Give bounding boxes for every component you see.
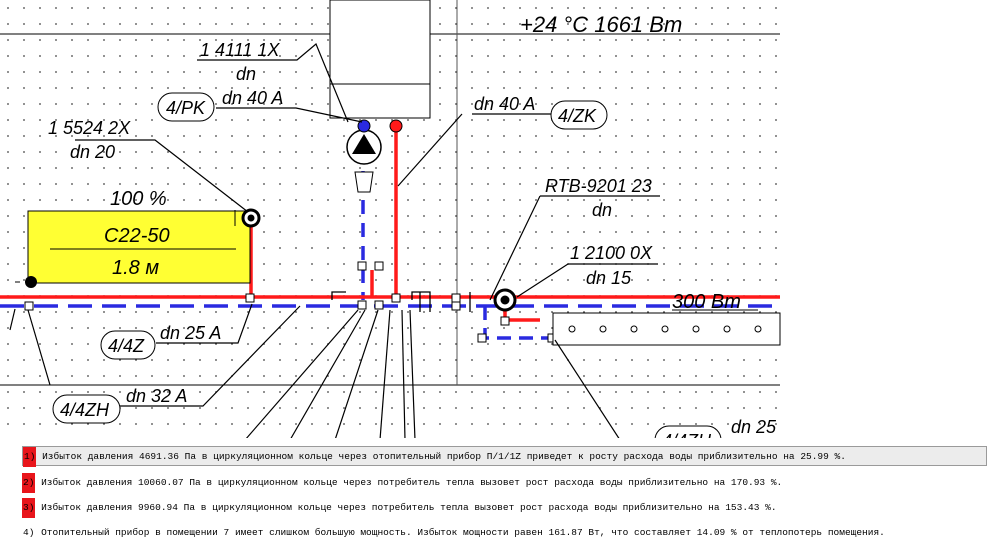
tag-zk-frame[interactable] [550, 100, 608, 130]
tag-cut-frame[interactable] [654, 425, 722, 440]
heading-fragment: +24 °C 1661 Вт [520, 12, 682, 37]
leader-lines [9, 43, 660, 440]
rtb-dn: dn [592, 200, 612, 220]
radiator-valve-core [247, 214, 255, 222]
message-row[interactable]: 2) Избыток давления 10060.07 Па в циркул… [22, 473, 782, 493]
tag-cut: 4/4ZH [662, 431, 712, 440]
messages-panel: 1) Избыток давления 4691.36 Па в циркуля… [0, 438, 1000, 550]
radiator-percent: 100 % [110, 188, 167, 210]
message-text: Избыток давления 10060.07 Па в циркуляци… [41, 477, 783, 488]
tag-4z-frame[interactable] [100, 330, 156, 360]
valve-right-dn: dn 15 [586, 268, 632, 288]
tag-4z: 4/4Z [108, 336, 145, 356]
pipe-4zh-dn: dn 32 A [126, 386, 187, 406]
fitting-symbols [331, 291, 471, 312]
radiator-right-holes [568, 325, 762, 333]
message-number: 3) [22, 498, 36, 518]
boiler-code: 1 4111 1X [200, 40, 280, 60]
message-number: 4) [23, 527, 35, 538]
message-row[interactable]: 4) Отопительный прибор в помещении 7 име… [22, 523, 885, 543]
power-label: 300 Вт [672, 291, 741, 313]
message-row[interactable]: 3) Избыток давления 9960.94 Па в циркуля… [22, 498, 777, 518]
message-row[interactable]: 1) Избыток давления 4691.36 Па в циркуля… [22, 446, 987, 467]
pump-icon[interactable] [346, 119, 403, 193]
heating-schema[interactable]: +24 °C 1661 Вт 100 % C22-50 1.8 м [0, 0, 1000, 440]
pipe-4z-dn: dn 25 A [160, 323, 221, 343]
rtb-valve-core [500, 295, 510, 305]
tag-pk: 4/PK [166, 98, 206, 118]
valve-left-code: 1 5524 2X [48, 118, 131, 138]
tag-4zh: 4/4ZH [60, 400, 110, 420]
boiler-unit[interactable] [329, 0, 431, 119]
radiator-type: C22-50 [104, 225, 170, 247]
message-text: Избыток давления 4691.36 Па в циркуляцио… [42, 451, 846, 462]
message-number: 1) [23, 447, 37, 467]
tag-4zh-frame[interactable] [52, 394, 121, 424]
tag-zk: 4/ZK [558, 106, 597, 126]
drawing-canvas[interactable]: +24 °C 1661 Вт 100 % C22-50 1.8 м [0, 0, 1000, 440]
radiator-right[interactable] [552, 312, 781, 346]
riser-zk-dn: dn 40 A [474, 94, 535, 114]
message-number: 2) [22, 473, 36, 493]
message-text: Отопительный прибор в помещении 7 имеет … [41, 527, 885, 538]
radiator-c22[interactable] [27, 210, 251, 284]
fittings[interactable] [24, 261, 557, 343]
radiator-plug-icon[interactable] [25, 276, 37, 288]
cut-dn: dn 25 [731, 417, 777, 437]
tag-pk-frame[interactable] [157, 92, 215, 122]
boiler-dn: dn [236, 64, 256, 84]
rtb-code: RTB-9201 23 [545, 176, 652, 196]
valve-right-code: 1 2100 0X [570, 243, 653, 263]
message-text: Избыток давления 9960.94 Па в циркуляцио… [41, 502, 777, 513]
radiator-length: 1.8 м [112, 257, 159, 279]
riser-pk-dn: dn 40 A [222, 88, 283, 108]
valve-left-dn: dn 20 [70, 142, 115, 162]
